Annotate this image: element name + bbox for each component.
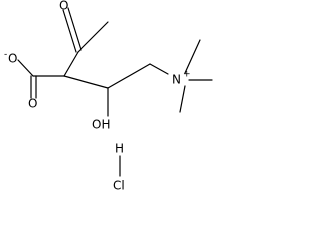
bond-acetyl-c-o-2: [67, 7, 82, 51]
bond-acetyl-c-o-1: [62, 9, 77, 53]
atom-acetyl-o: O: [59, 0, 68, 13]
bond-n-methyl-down: [179, 85, 186, 113]
atom-carboxyl-o: O: [28, 97, 37, 111]
charge-minus: -: [4, 50, 7, 60]
bond-alpha-hydroxyl-c: [63, 75, 109, 89]
charge-plus: +: [183, 70, 191, 80]
atom-hydroxyl: OH: [92, 118, 110, 132]
atom-carboxylate-o: O: [8, 52, 17, 66]
atom-hcl-h: H: [115, 142, 124, 156]
atom-ammonium-n: N: [172, 73, 181, 87]
bond-hydroxyl-c-ch2: [107, 63, 151, 89]
bond-carboxyl-c-o-minus: [17, 59, 34, 77]
bond-ch2-n: [149, 63, 169, 75]
bond-acetyl-c-alpha: [63, 51, 79, 77]
bond-acetyl-c-methyl: [77, 21, 109, 53]
bond-n-methyl-up: [184, 39, 201, 74]
atom-hcl-cl: Cl: [113, 179, 125, 193]
structural-formula: O - O O OH N + H Cl: [4, 0, 213, 193]
